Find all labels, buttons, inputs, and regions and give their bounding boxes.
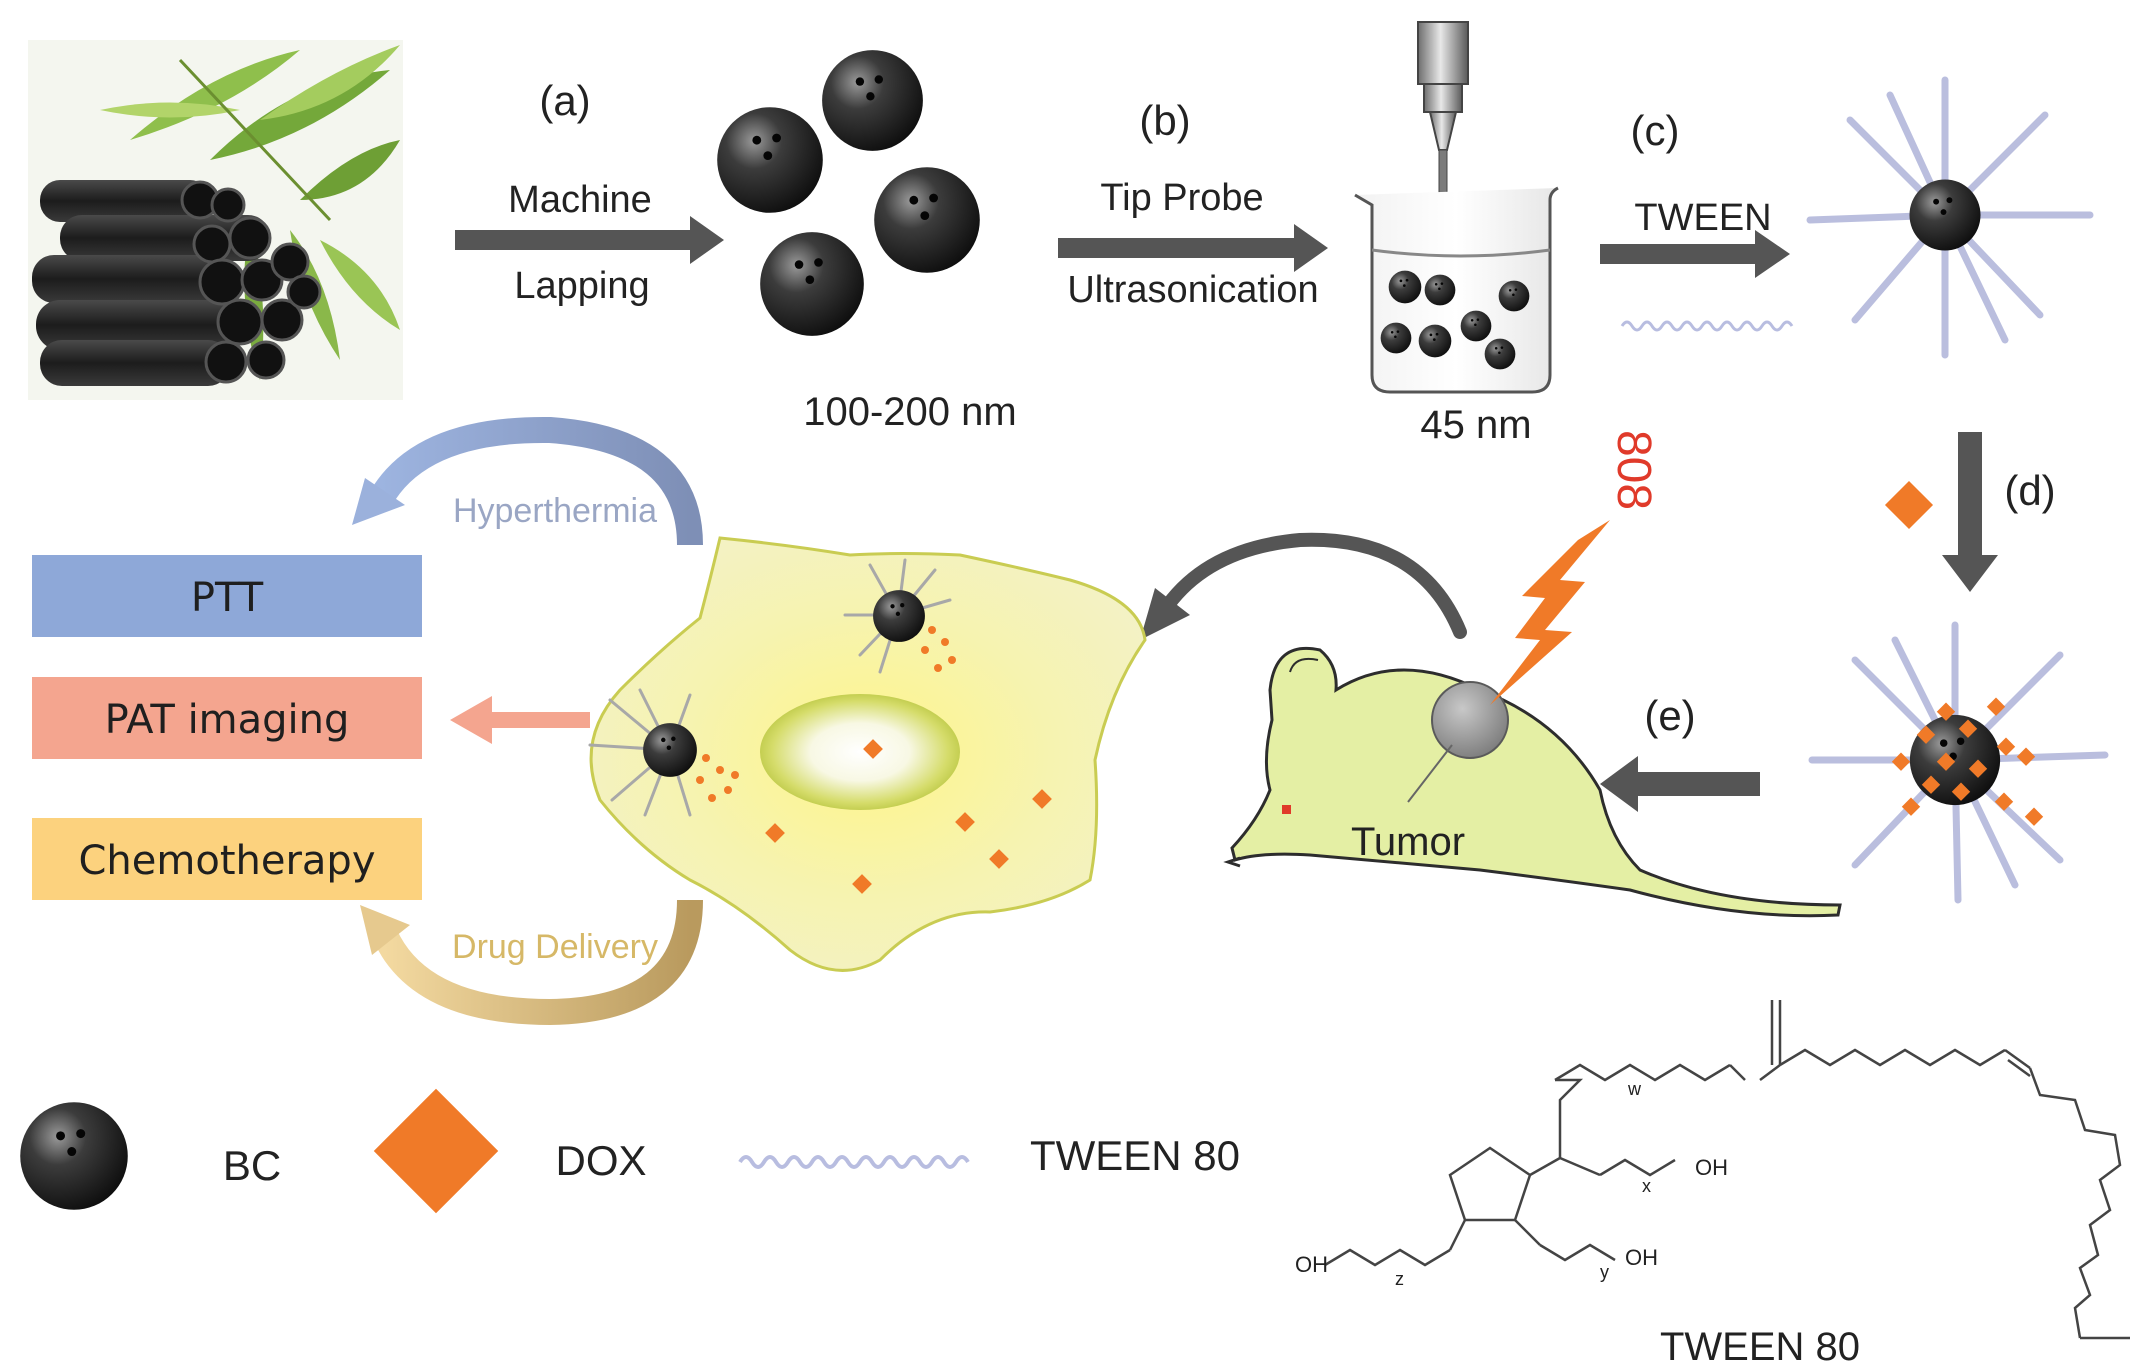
structure-caption: TWEEN 80	[1660, 1325, 1860, 1369]
mouse-eye	[1282, 805, 1291, 814]
charcoal-tubes	[32, 180, 322, 386]
legend-tween-label: TWEEN 80	[1030, 1132, 1240, 1179]
therapy-label-ptt: PTT	[191, 575, 264, 621]
step-c-arrow	[1600, 230, 1790, 278]
therapy-panel: PTT PAT imaging Chemotherapy Hyperthermi…	[32, 416, 703, 1026]
step-a-arrow	[455, 216, 724, 264]
bc-particles-large	[717, 50, 980, 336]
tumor-label: Tumor	[1351, 820, 1465, 864]
step-a-line1: Machine	[508, 179, 652, 221]
step-c-tag: (c)	[1631, 107, 1680, 154]
step-c-label: TWEEN	[1634, 197, 1771, 239]
tumor-pointer	[1407, 744, 1453, 803]
oh-label-2: OH	[1625, 1245, 1658, 1270]
step-b-tag: (b)	[1139, 97, 1190, 144]
step-b-arrow	[1058, 224, 1328, 272]
subscript-x: x	[1642, 1176, 1651, 1196]
oh-label-1: OH	[1695, 1155, 1728, 1180]
tween-coated-bc-core	[1909, 179, 1981, 251]
step-d-arrow	[1942, 432, 1998, 592]
tween80-structure	[1324, 1000, 2130, 1340]
step-d: (d)	[1884, 432, 2056, 592]
therapy-label-pat: PAT imaging	[105, 697, 350, 743]
legend: BC DOX TWEEN 80	[20, 1088, 1240, 1214]
oh-label-3: OH	[1295, 1252, 1328, 1277]
dox-loaded-bc	[1808, 621, 2109, 904]
therapy-label-chemo: Chemotherapy	[79, 838, 376, 884]
drug-delivery-arrow	[373, 899, 703, 1026]
sonication-beaker	[1354, 21, 1559, 394]
step-a: (a) Machine Lapping	[455, 77, 724, 307]
laser-808: 808	[1490, 430, 1660, 705]
step-e-tag: (e)	[1644, 692, 1695, 739]
bamboo-charcoal-image	[28, 40, 403, 400]
subscript-z: z	[1395, 1269, 1404, 1289]
step-b-line1: Tip Probe	[1100, 177, 1263, 219]
tumor	[1431, 681, 1509, 759]
mouse-to-cell-arrow	[1140, 532, 1467, 640]
step-e: (e)	[1600, 692, 1760, 812]
step-c: (c) TWEEN	[1600, 107, 1794, 332]
legend-dox-label: DOX	[555, 1137, 646, 1184]
legend-bc-label: BC	[223, 1142, 281, 1189]
hyperthermia-arrow	[368, 416, 703, 546]
therapy-box-ptt	[32, 555, 422, 637]
step-e-arrow	[1600, 756, 1760, 812]
size-label-large: 100-200 nm	[803, 390, 1016, 434]
therapy-box-chemo	[32, 818, 422, 900]
pat-arrow	[450, 696, 590, 744]
tumor-cell	[588, 536, 1147, 972]
size-label-small: 45 nm	[1420, 403, 1531, 447]
step-a-line2: Lapping	[514, 265, 649, 307]
tween80-structure-labels: OH OH OH w x y z TWEEN 80	[1295, 1079, 1860, 1369]
subscript-y: y	[1600, 1262, 1609, 1282]
bamboo-leaves	[100, 45, 400, 380]
therapy-box-pat	[32, 677, 422, 759]
step-a-tag: (a)	[539, 77, 590, 124]
laser-wavelength: 808	[1607, 430, 1660, 510]
tween-chain-small	[1620, 320, 1794, 332]
cell-nucleus	[760, 694, 960, 810]
hyperthermia-label: Hyperthermia	[453, 492, 657, 530]
dox-diamond-step-d	[1884, 480, 1934, 530]
step-b-line2: Ultrasonication	[1067, 269, 1318, 311]
step-b: (b) Tip Probe Ultrasonication	[1058, 97, 1328, 311]
drug-delivery-label: Drug Delivery	[452, 928, 658, 966]
subscript-w: w	[1627, 1079, 1642, 1099]
step-d-tag: (d)	[2004, 467, 2055, 514]
legend-dox-icon	[373, 1088, 499, 1214]
legend-tween-icon	[738, 1155, 970, 1169]
mouse: Tumor	[1223, 646, 1842, 918]
legend-bc-icon	[20, 1102, 128, 1210]
